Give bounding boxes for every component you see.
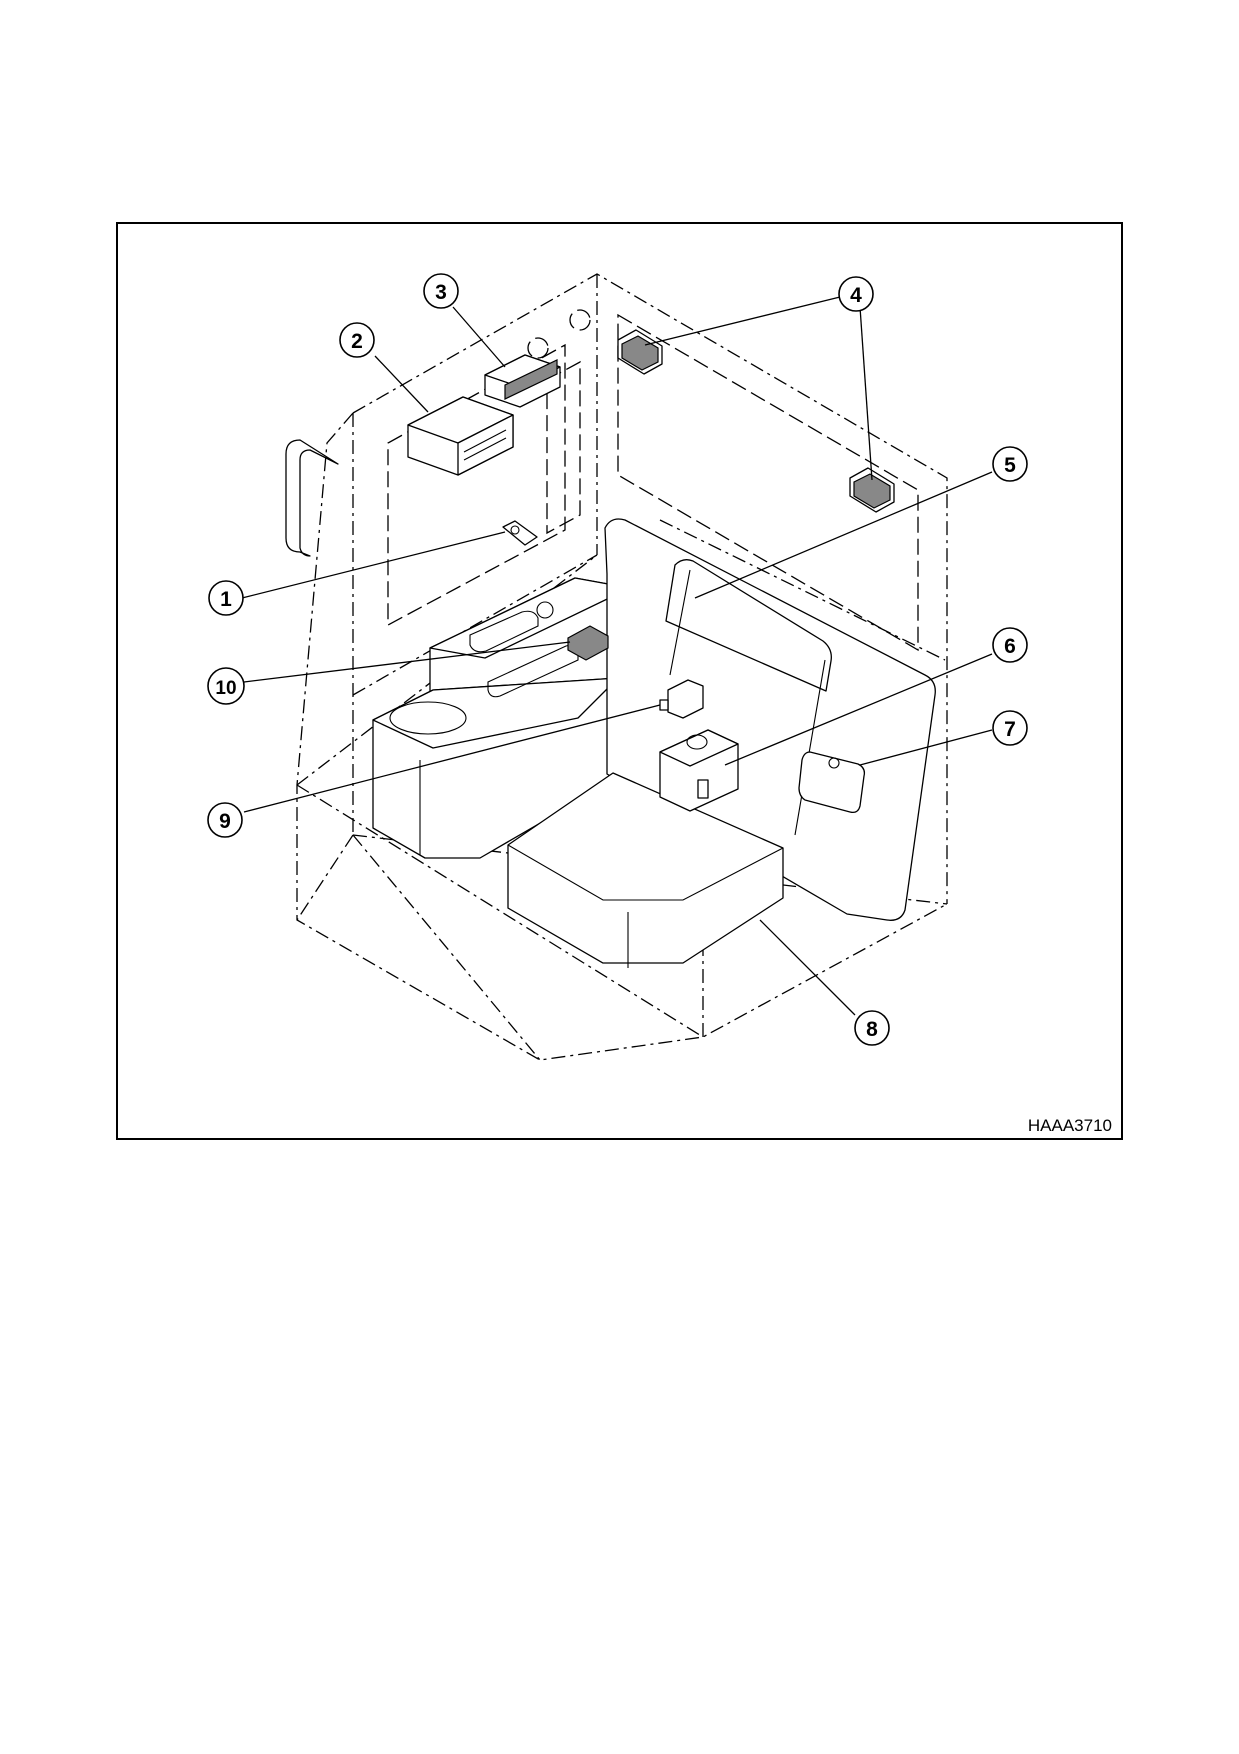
callout-3-label: 3 xyxy=(435,281,447,304)
callout-4: 4 xyxy=(838,276,874,312)
callout-10: 10 xyxy=(207,667,245,705)
callout-5-label: 5 xyxy=(1004,454,1016,477)
operator-seat xyxy=(507,518,936,968)
callout-2: 2 xyxy=(339,322,375,358)
callout-9: 9 xyxy=(207,802,243,838)
small-switch xyxy=(502,520,538,546)
power-socket-panel xyxy=(798,751,866,814)
fuse-box xyxy=(484,354,561,408)
washer-tank xyxy=(659,729,739,812)
handrail xyxy=(285,439,339,557)
control-switch-panel xyxy=(567,625,609,661)
leader-lines xyxy=(241,296,993,1016)
callout-7: 7 xyxy=(992,710,1028,746)
figure-code: HAAA3710 xyxy=(1028,1116,1112,1135)
callout-7-label: 7 xyxy=(1004,718,1016,741)
callout-9-label: 9 xyxy=(219,810,231,833)
callout-1: 1 xyxy=(208,580,244,616)
figure-frame xyxy=(116,222,1123,1140)
speaker-left xyxy=(617,329,663,375)
callout-8: 8 xyxy=(854,1010,890,1046)
callout-1-label: 1 xyxy=(220,588,232,611)
callout-8-label: 8 xyxy=(866,1018,878,1041)
radio-unit xyxy=(407,396,514,476)
callout-4-label: 4 xyxy=(850,284,862,307)
callout-6: 6 xyxy=(992,627,1028,663)
callout-5: 5 xyxy=(992,446,1028,482)
callout-3: 3 xyxy=(423,273,459,309)
callout-2-label: 2 xyxy=(351,330,363,353)
callout-6-label: 6 xyxy=(1004,635,1016,658)
switch-box xyxy=(659,679,704,719)
speaker-right xyxy=(849,467,895,513)
callout-10-label: 10 xyxy=(215,678,236,699)
